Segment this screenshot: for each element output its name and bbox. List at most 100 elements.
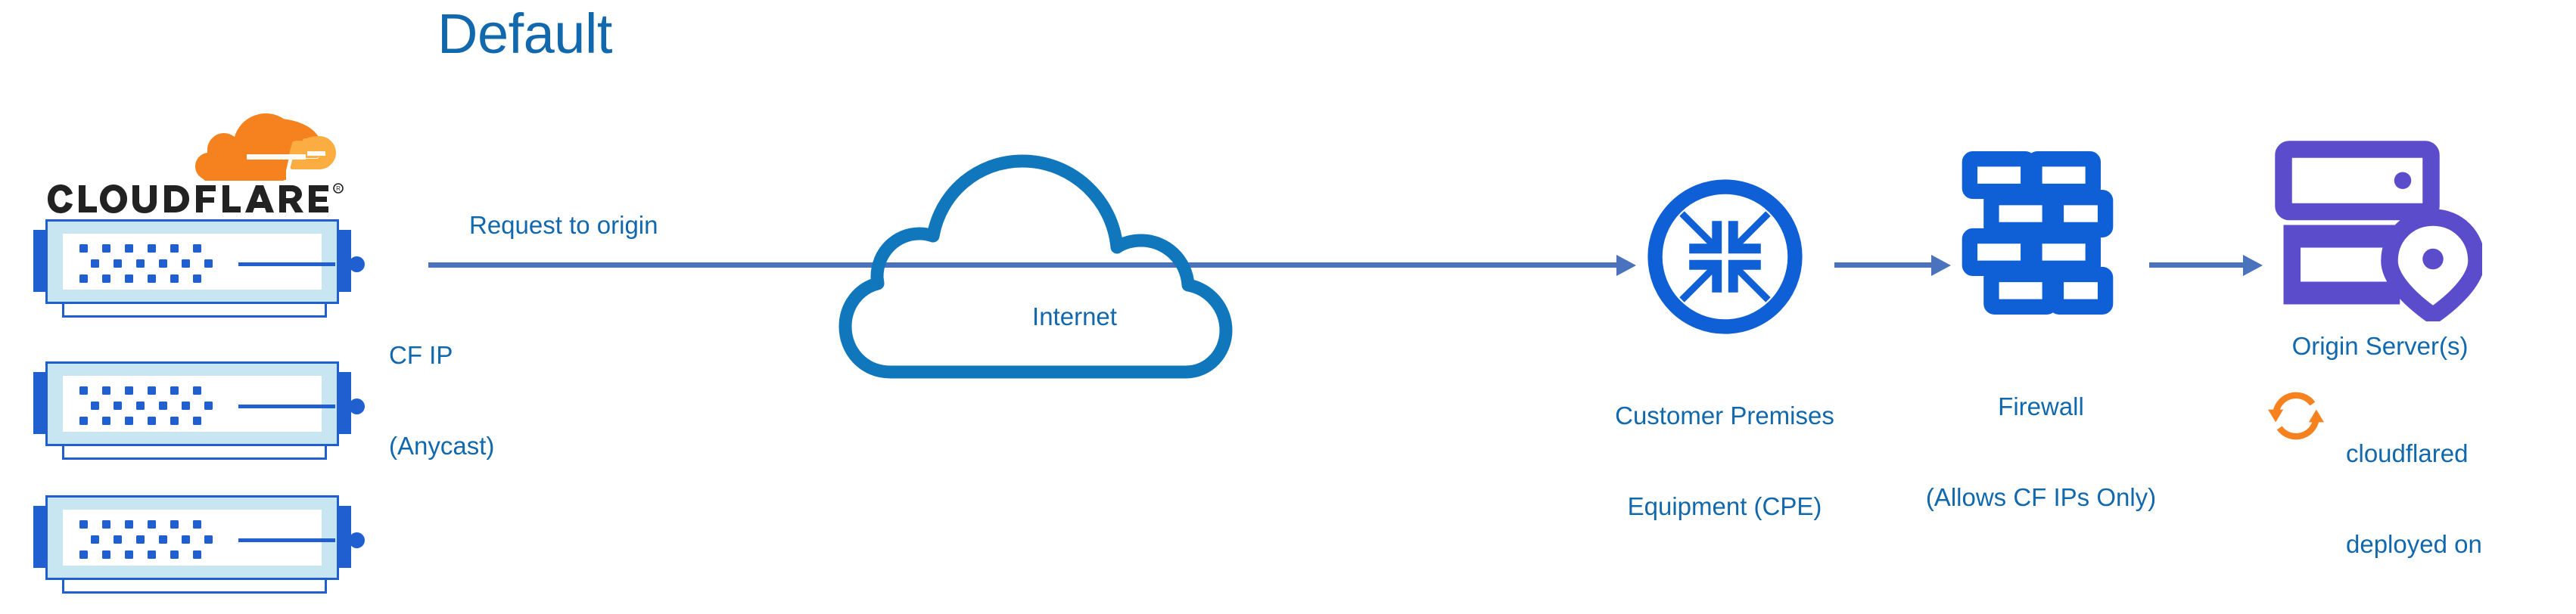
server-vent-dot [193,386,201,395]
server-vent-dot [204,402,213,410]
server-vent-dot [102,274,110,283]
server-vent-dot [148,417,156,425]
server-vent-dot [159,535,167,544]
server-rack-unit [33,219,365,322]
server-location-pin-icon [2275,141,2482,321]
flow-arrow-main-head [1616,255,1636,276]
server-vent-dot [148,244,156,253]
cpe-label-line1: Customer Premises [1615,402,1834,429]
flow-arrow-main-line [428,262,1616,268]
server-vent-dot [193,417,201,425]
server-vent-dot [91,535,99,544]
cloud-icon [838,154,1233,379]
server-vent-dot [148,550,156,559]
server-vent-dot [102,520,110,529]
brick-wall-icon [1962,151,2114,315]
server-vent-dot [193,520,201,529]
flow-arrow-cpe-firewall-head [1931,255,1951,276]
server-vent-dot [102,386,110,395]
server-vent-dot [136,259,145,268]
server-vent-dot [193,244,201,253]
cloudflared-line1: cloudflared [2346,439,2469,467]
cf-ip-label-line1: CF IP [389,341,453,369]
cloudflared-line2: deployed on [2346,530,2482,558]
server-vent-dot [193,274,201,283]
server-faceplate [63,376,365,432]
server-vent-dot [136,535,145,544]
server-vent-dot [125,386,133,395]
server-vent-dot [114,259,122,268]
server-vent-dot [79,244,88,253]
server-vent-dot [102,417,110,425]
server-vent-dot [91,402,99,410]
server-vent-dot [114,402,122,410]
server-vent-dot [148,386,156,395]
svg-text:R: R [336,185,341,192]
server-vent-dots [79,386,214,426]
server-status-led [349,398,365,414]
server-vent-dot [204,259,213,268]
server-vent-dot [125,417,133,425]
server-vent-dot [170,520,179,529]
server-vent-dot [204,535,213,544]
server-vent-dot [102,550,110,559]
request-to-origin-label: Request to origin [469,211,658,239]
router-icon [1647,179,1803,334]
server-status-led [349,532,365,548]
server-vent-dot [114,535,122,544]
server-label-line [238,405,335,408]
cpe-label-line2: Equipment (CPE) [1627,492,1822,520]
server-vent-dot [148,274,156,283]
server-vent-dot [125,274,133,283]
server-vent-dot [182,535,190,544]
cpe-label-group: Customer Premises Equipment (CPE) [1547,340,1902,582]
server-vent-dot [79,274,88,283]
server-vent-dot [170,417,179,425]
flow-arrow-firewall-origin-head [2243,255,2263,276]
server-vent-dot [91,259,99,268]
firewall-label-group: Firewall (Allows CF IPs Only) [1878,331,2204,573]
cloudflare-cloud-logo-icon [195,113,336,181]
server-vent-dot [170,550,179,559]
server-vent-dot [170,274,179,283]
server-chassis [45,219,365,304]
server-vent-dot [159,259,167,268]
origin-server-label: Origin Server(s) [2291,332,2469,360]
server-faceplate [63,234,365,290]
cloudflare-wordmark: R [48,183,344,213]
server-vent-dots [79,520,214,560]
server-vent-dot [159,402,167,410]
cloudflare-logo: R [33,106,351,219]
flow-arrow-cpe-firewall-line [1834,262,1931,268]
server-rack-unit [33,361,365,464]
server-vent-dot [79,520,88,529]
server-vent-dot [148,520,156,529]
server-vent-dot [125,244,133,253]
server-vent-dot [79,386,88,395]
server-vent-dot [102,244,110,253]
internet-label: Internet [1032,302,1117,330]
server-rack-unit [33,495,365,598]
flow-arrow-firewall-origin-line [2149,262,2243,268]
server-faceplate [63,510,365,566]
firewall-label-line2: (Allows CF IPs Only) [1925,483,2157,511]
server-vent-dot [182,402,190,410]
server-vent-dot [136,402,145,410]
server-vent-dot [170,386,179,395]
sync-arrows-icon [2268,392,2324,440]
cf-ip-label-line2: (Anycast) [389,432,495,460]
server-vent-dot [193,550,201,559]
server-vent-dot [182,259,190,268]
cf-ip-label-group: CF IP (Anycast) [389,280,494,522]
firewall-label-line1: Firewall [1998,392,2084,420]
server-vent-dot [79,417,88,425]
server-label-line [238,262,335,266]
server-vent-dot [125,520,133,529]
server-label-line [238,538,335,542]
server-vent-dot [170,244,179,253]
server-chassis [45,495,365,580]
server-vent-dot [125,550,133,559]
server-vent-dot [79,550,88,559]
cloudflared-annotation: cloudflared deployed on servers [2346,378,2573,614]
